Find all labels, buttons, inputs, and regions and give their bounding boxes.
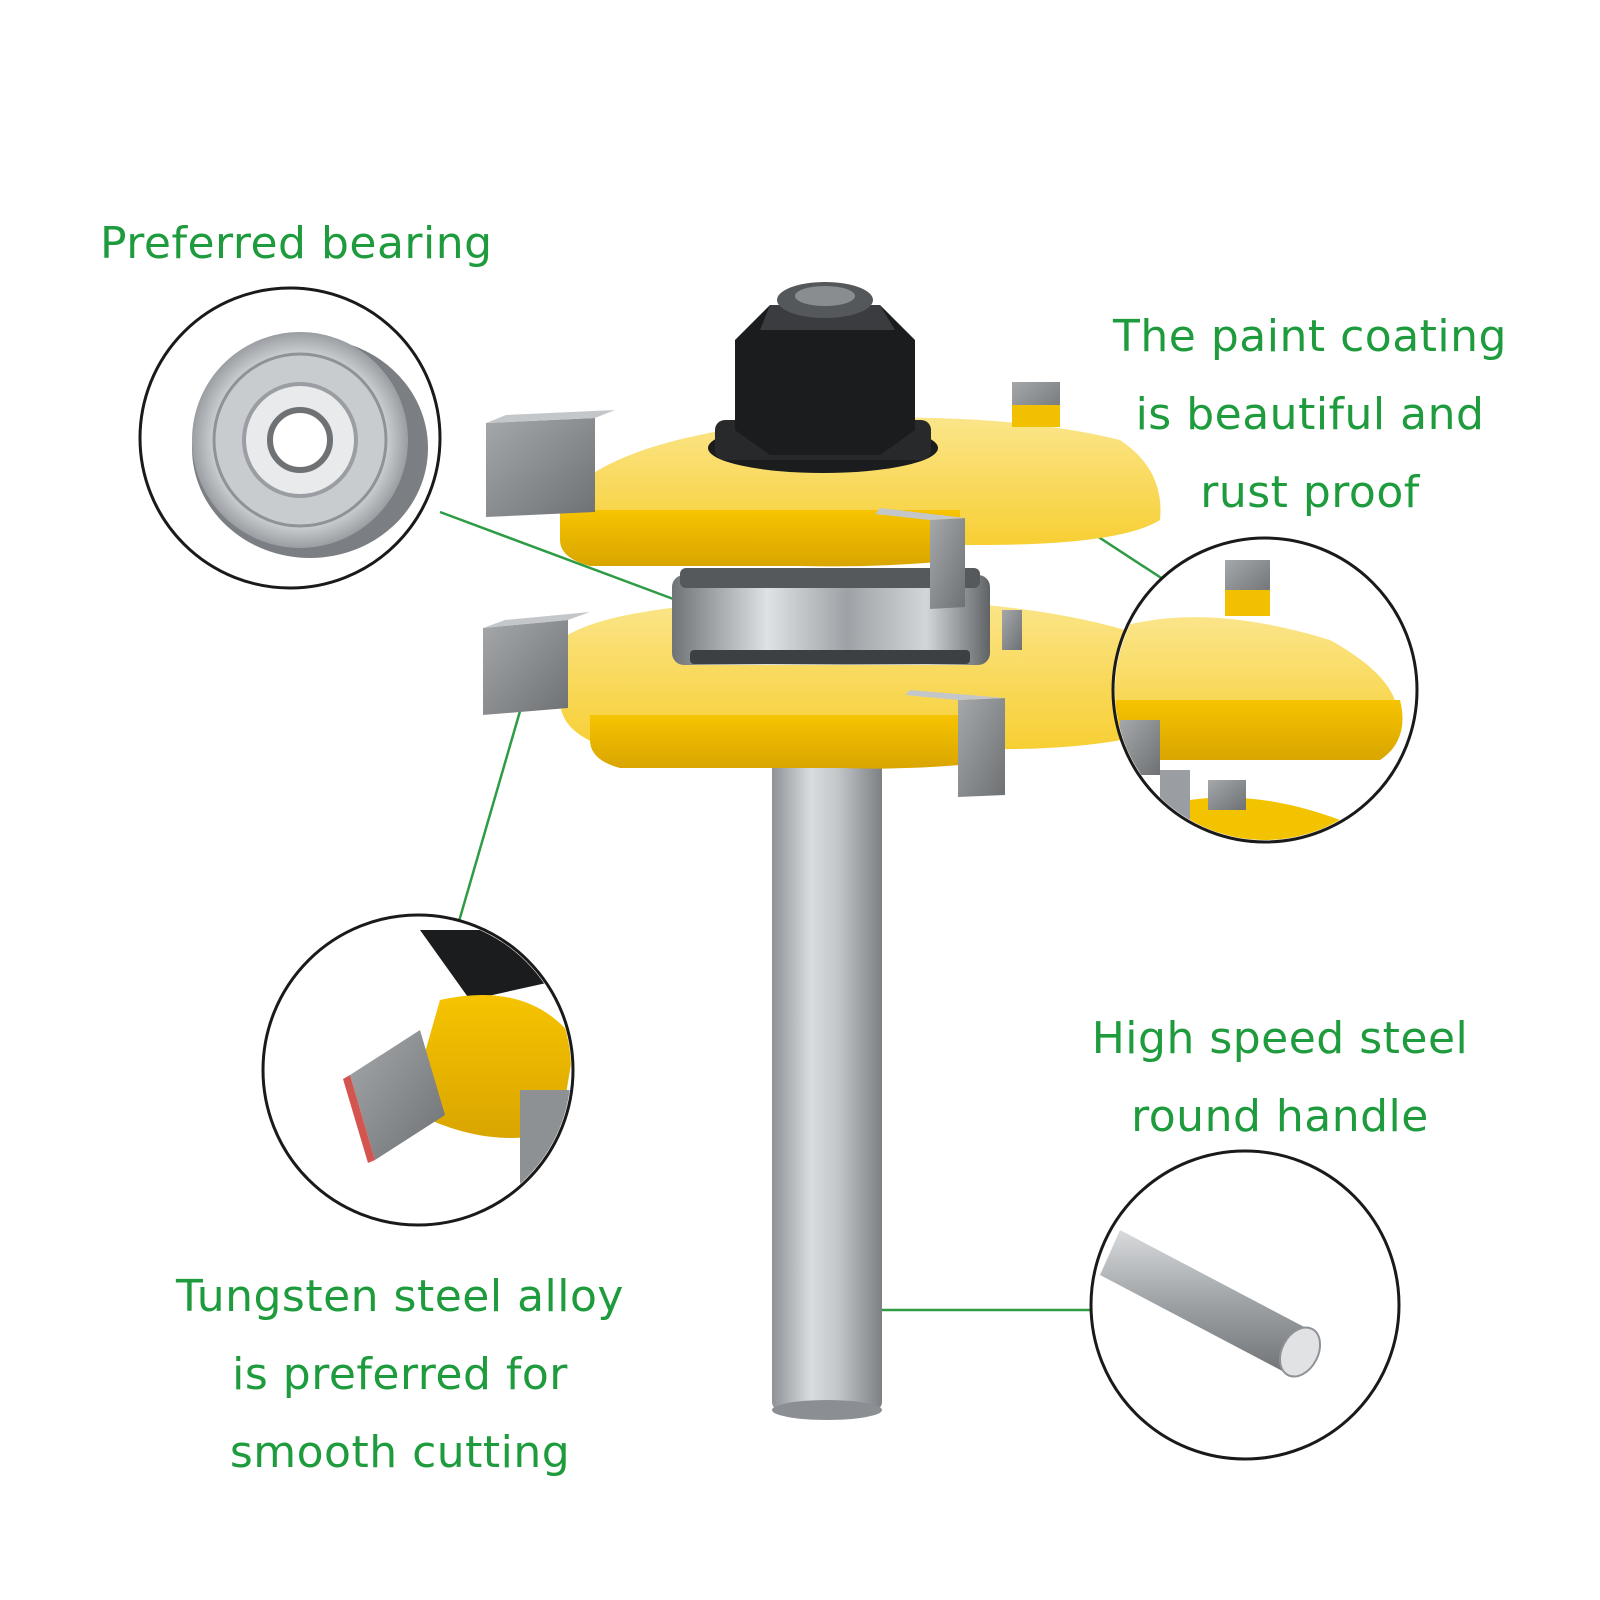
label-preferred-bearing: Preferred bearing [100, 205, 540, 283]
inset-paint [1111, 536, 1419, 844]
leader-bearing [439, 510, 685, 605]
label-high-speed-steel: High speed steel round handle [1040, 1000, 1520, 1156]
inset-tungsten [261, 913, 575, 1227]
leader-tungsten [453, 693, 527, 936]
label-line: smooth cutting [229, 1427, 571, 1478]
cutter-wing-icon [1115, 560, 1403, 840]
upper-carbide-left [486, 418, 595, 517]
router-bit [483, 282, 1190, 1420]
lower-carbide-right [958, 698, 1005, 797]
hex-nut [708, 282, 938, 473]
lower-carbide-left [483, 620, 568, 715]
inset-shank [1089, 1149, 1401, 1461]
label-line: High speed steel [1091, 1013, 1469, 1064]
label-paint-coating: The paint coating is beautiful and rust … [1060, 298, 1560, 532]
label-line: Preferred bearing [100, 218, 493, 269]
label-line: rust proof [1200, 467, 1420, 518]
shank-icon [1100, 1230, 1322, 1378]
inset-bearing [138, 286, 442, 590]
center-bearing [672, 568, 990, 665]
label-line: Tungsten steel alloy [176, 1271, 624, 1322]
label-line: The paint coating [1113, 311, 1507, 362]
shank [772, 740, 882, 1410]
label-line: round handle [1131, 1091, 1429, 1142]
label-tungsten-steel: Tungsten steel alloy is preferred for sm… [150, 1258, 650, 1492]
upper-carbide-right [930, 518, 965, 609]
label-line: is preferred for [232, 1349, 568, 1400]
bearing-icon [192, 332, 428, 558]
label-line: is beautiful and [1135, 389, 1485, 440]
